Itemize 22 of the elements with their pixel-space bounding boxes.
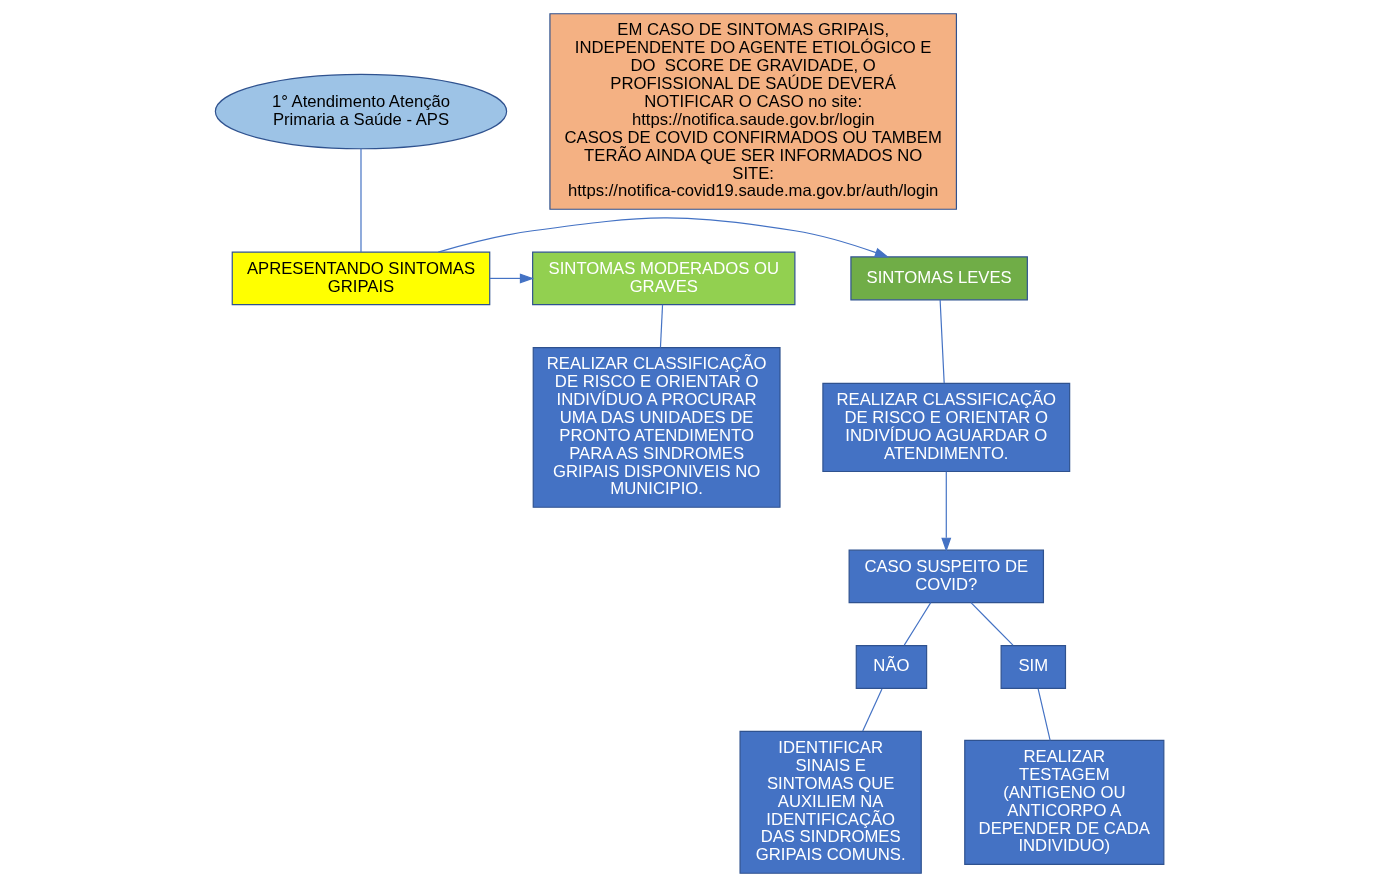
connector (359, 147, 362, 252)
connector (659, 303, 663, 348)
connector (1037, 687, 1051, 741)
node-ellipse: 1° Atendimento Atenção Primaria a Saúde - APS (214, 73, 507, 149)
node-box: REALIZAR TESTAGEM (ANTIGENO OU ANTICORPO A DEPENDER DE CADA INDIVIDUO) (963, 739, 1164, 865)
connector (903, 601, 931, 646)
node-box: REALIZAR CLASSIFICAÇÃO DE RISCO E ORIENTAR O INDIVÍDUO AGUARDAR O ATENDIMENTO. (821, 382, 1070, 472)
connector (939, 298, 945, 384)
node-box: EM CASO DE SINTOMAS GRIPAIS, INDEPENDENTE DO AGENTE ETIOLÓGICO E DO SCORE DE GRAVIDADE, O PROFISSIONAL DE SAÚDE DEVERÁ NOTIFICAR O CASO no site: https://notifica.saude.gov.br/login CASOS DE COVID CONFIRMADOS OU TAMBEM TERÃO AINDA QUE SER INFORMADOS NO SITE: https://notifica-covid19.saude.ma.gov.br/auth/login (548, 12, 957, 210)
arrow (488, 272, 534, 283)
connector (861, 687, 883, 732)
arrow (437, 216, 889, 257)
node-box: REALIZAR CLASSIFICAÇÃO DE RISCO E ORIENTAR O INDIVÍDUO A PROCURAR UMA DAS UNIDADES DE PRONTO ATENDIMENTO PARA AS SINDROMES GRIPAIS DISPONIVEIS NO MUNICIPIO. (532, 346, 781, 508)
arrow (940, 470, 951, 552)
node-box: SIM (1000, 644, 1066, 689)
node-box: NÃO (855, 644, 927, 689)
node-box: IDENTIFICAR SINAIS E SINTOMAS QUE AUXILIEM NA IDENTIFICAÇÃO DAS SINDROMES GRIPAIS COMUNS. (738, 730, 922, 874)
node-box: APRESENTANDO SINTOMAS GRIPAIS (231, 251, 490, 305)
node-box: SINTOMAS MODERADOS OU GRAVES (531, 251, 795, 305)
node-box: CASO SUSPEITO DE COVID? (848, 549, 1044, 603)
connector (969, 601, 1014, 646)
node-box: SINTOMAS LEVES (849, 255, 1028, 300)
